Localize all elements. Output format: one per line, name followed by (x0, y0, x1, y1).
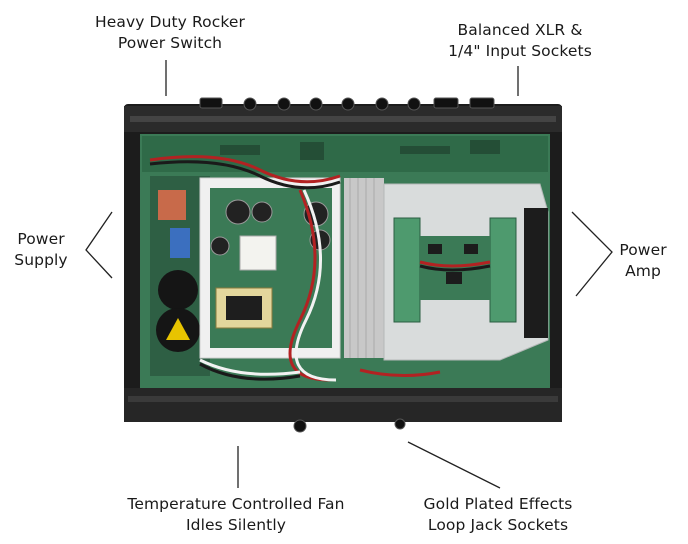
rear-connectors (199, 97, 495, 111)
callout-effects-loop-line1: Gold Plated Effects (423, 495, 573, 513)
callout-power-amp: Power Amp (600, 240, 686, 282)
callout-power-switch: Heavy Duty Rocker Power Switch (70, 12, 270, 54)
callout-power-supply-line2: Supply (14, 251, 68, 269)
amp-module-right (489, 217, 517, 323)
amp-module-left (393, 217, 421, 323)
callout-power-switch-line2: Power Switch (117, 34, 223, 52)
callout-fan: Temperature Controlled Fan Idles Silentl… (96, 494, 376, 536)
callout-power-supply: Power Supply (2, 229, 80, 271)
callout-power-amp-line2: Amp (625, 262, 661, 280)
callout-input-sockets-line2: 1/4" Input Sockets (448, 42, 592, 60)
leader-power-amp (571, 211, 613, 297)
leader-effects-loop (407, 441, 501, 489)
front-panel (124, 388, 562, 422)
callout-input-sockets: Balanced XLR & 1/4" Input Sockets (420, 20, 620, 62)
leader-power-supply (85, 211, 113, 279)
callout-power-switch-line1: Heavy Duty Rocker (94, 13, 245, 31)
callout-power-amp-line1: Power (619, 241, 667, 259)
callout-fan-line1: Temperature Controlled Fan (127, 495, 345, 513)
callout-power-supply-line1: Power (17, 230, 65, 248)
callout-effects-loop-line2: Loop Jack Sockets (427, 516, 569, 534)
callout-effects-loop: Gold Plated Effects Loop Jack Sockets (398, 494, 598, 536)
callout-fan-line2: Idles Silently (185, 516, 287, 534)
ribbon-cable (344, 178, 384, 358)
callout-input-sockets-line1: Balanced XLR & (457, 21, 583, 39)
